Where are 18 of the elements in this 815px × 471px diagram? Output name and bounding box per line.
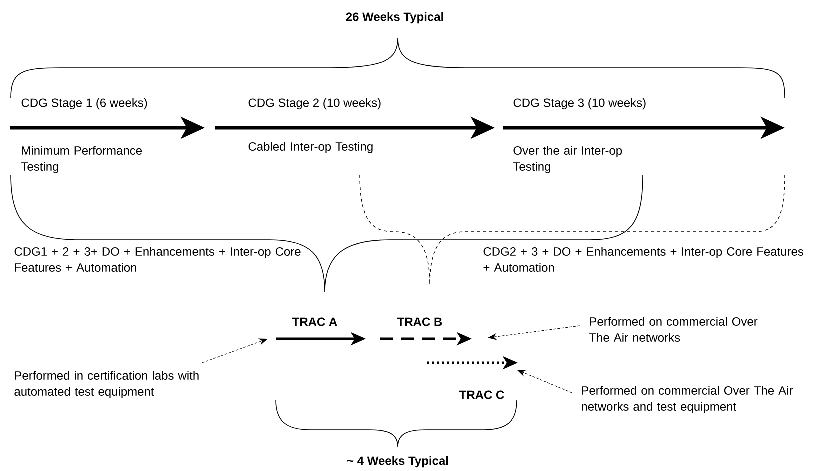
feature-list: CDG2 + 3 + DO + Enhancements + Inter-op Core Features + Automation	[484, 247, 804, 272]
stage-description: Cabled Inter-op Testing	[248, 142, 373, 154]
track-label: TRAC C	[459, 390, 504, 400]
stage-label: CDG Stage 1 (6 weeks)	[22, 98, 148, 110]
brace-label: 26 Weeks Typical	[346, 12, 444, 24]
leader-line	[517, 370, 572, 394]
track-label: TRAC B	[397, 318, 442, 326]
stage-label: CDG Stage 2 (10 weeks)	[248, 98, 381, 110]
feature-list: CDG1 + 2 + 3+ DO + Enhancements + Inter-op Core Features + Automation	[14, 247, 301, 272]
brace-label: ~ 4 Weeks Typical	[348, 456, 448, 468]
leader-line	[202, 338, 268, 364]
note-text: Performed on commercial Over The Air networks	[589, 317, 758, 342]
stage-description: Minimum Performance Testing	[21, 146, 142, 174]
note-text: Performed on commercial Over The Air networks and test equipment	[582, 386, 794, 414]
note-text: Performed in certification labs with automated test equipment	[14, 371, 199, 398]
stage-label: CDG Stage 3 (10 weeks)	[514, 98, 646, 110]
stage-description: Over the air Inter-op Testing	[513, 146, 622, 174]
track-label: TRAC A	[292, 318, 338, 326]
